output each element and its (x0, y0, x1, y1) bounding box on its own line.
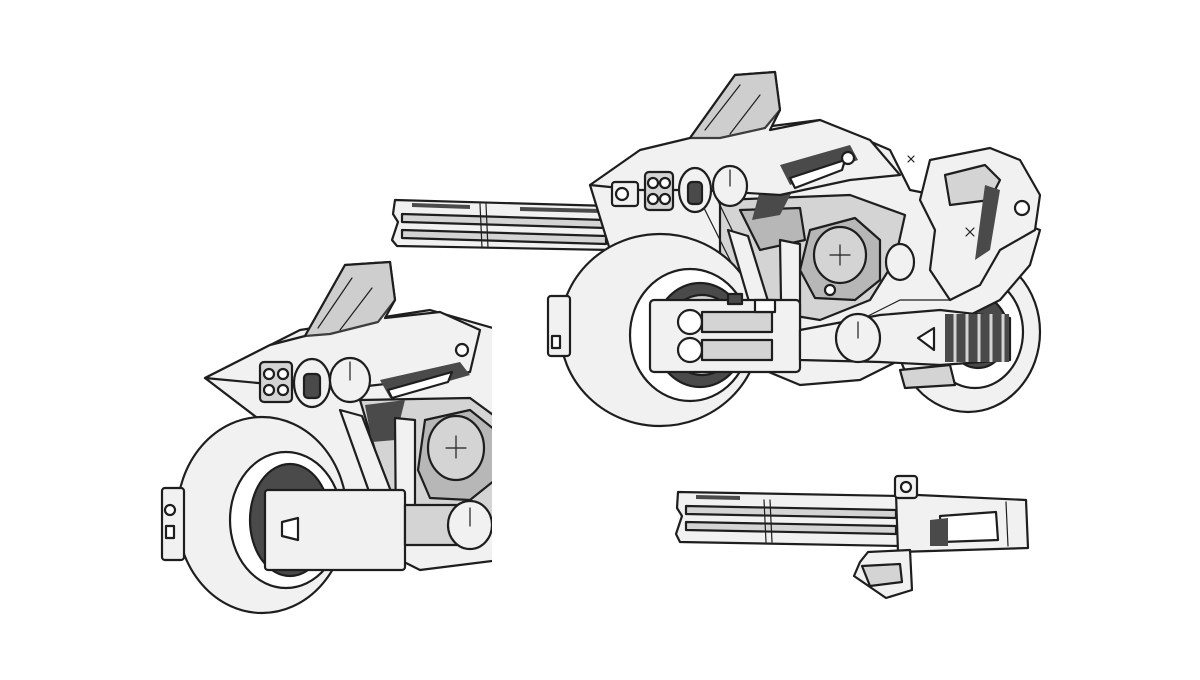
main-bike-swingarm (798, 308, 1012, 390)
closeup-bike-launcher (263, 488, 492, 572)
main-bike (390, 70, 1042, 428)
closeup-bike-engine (416, 408, 492, 502)
main-bike-front-plate (546, 294, 572, 358)
main-bike-headlights (610, 164, 749, 214)
detached-cannon (674, 474, 1030, 600)
main-bike-rear-cowl (918, 146, 1042, 302)
main-bike-tube-launcher (648, 292, 802, 374)
closeup-bike (160, 260, 492, 615)
closeup-bike-front-plate (160, 486, 186, 562)
main-bike-engine (798, 216, 916, 302)
closeup-bike-headlights (258, 356, 372, 409)
closeup-bike-canopy (203, 260, 482, 400)
main-bike-cannon-barrels (390, 198, 614, 252)
